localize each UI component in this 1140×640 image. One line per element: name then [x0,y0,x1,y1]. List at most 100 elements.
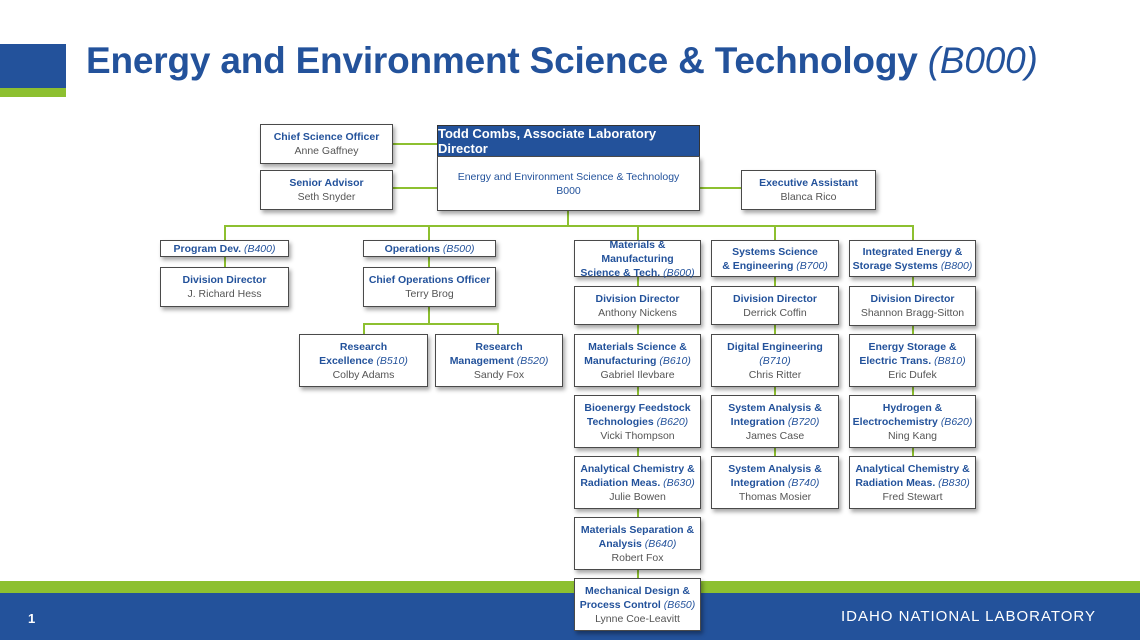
footer-accent-bar [0,581,1140,593]
unit-code: (B720) [787,415,820,428]
b740-box: System Analysis & Integration (B740) Tho… [711,456,839,509]
b700-director-box: Division Director Derrick Coffin [711,286,839,325]
division-code: (B800) [940,259,973,272]
unit-code: (B610) [659,354,691,367]
person-name: Sandy Fox [473,368,525,381]
title-code: (B000) [927,40,1038,81]
role-title: Division Director [595,292,680,305]
unit-line1: Research [475,340,523,353]
connector [428,256,430,268]
division-code: (B400) [243,242,276,255]
division-line2: Storage Systems [852,259,938,272]
unit-code: (B520) [516,354,549,367]
role-title: Division Director [182,274,267,286]
role-title: Division Director [732,292,818,305]
person-name: Terry Brog [405,288,454,300]
operations-box: Operations (B500) [363,240,496,257]
division-code: (B700) [796,259,828,272]
person-name: J. Richard Hess [187,288,262,300]
b720-box: System Analysis & Integration (B720) Jam… [711,395,839,448]
connector [567,211,569,227]
person-name: Chris Ritter [748,368,802,381]
unit-line2: Electric Trans. [859,354,932,367]
unit-line1: Energy Storage & [868,340,957,353]
unit-code: (B830) [938,476,970,489]
unit-line1: Analytical Chemistry & [580,462,695,475]
unit-line1: Research [339,340,388,353]
connector [637,225,639,241]
person-name: Shannon Bragg-Sitton [860,307,965,319]
b710-box: Digital Engineering (B710) Chris Ritter [711,334,839,387]
person-name: Derrick Coffin [743,306,807,319]
connector [363,323,365,335]
director-header: Todd Combs, Associate Laboratory Directo… [437,125,700,157]
unit-line1: Hydrogen & [882,401,943,414]
person-name: Anthony Nickens [598,306,677,319]
b620-box: Bioenergy Feedstock Technologies (B620) … [574,395,701,448]
b810-box: Energy Storage & Electric Trans. (B810) … [849,334,976,387]
org-code: B000 [556,184,581,197]
unit-line1: Materials Science & [588,340,687,353]
connector [224,225,226,241]
unit-line2: Technologies [586,415,654,428]
division-line2: Science & Tech. [580,266,661,279]
org-name: Energy and Environment Science & Technol… [457,170,680,183]
connector [428,225,430,241]
person-name: Seth Snyder [297,191,356,203]
program-dev-director-box: Division Director J. Richard Hess [160,267,289,307]
unit-line2: Integration [730,415,785,428]
connector [428,306,430,324]
role-title: Chief Science Officer [273,131,380,143]
person-name: Anne Gaffney [294,145,359,157]
b830-box: Analytical Chemistry & Radiation Meas. (… [849,456,976,509]
connector [392,187,438,189]
unit-code: (B620) [940,415,973,428]
connector-bus [224,225,914,227]
executive-assistant-box: Executive Assistant Blanca Rico [741,170,876,210]
page-title: Energy and Environment Science & Technol… [86,40,1038,82]
person-name: James Case [745,429,805,442]
role-title: Senior Advisor [289,177,364,189]
unit-line2: Manufacturing [584,354,657,367]
unit-code: (B710) [759,354,791,367]
unit-line2: Radiation Meas. [580,476,661,489]
unit-line2: Analysis [598,537,642,550]
connector [392,143,438,145]
person-name: Eric Dufek [888,368,937,381]
unit-line1: Analytical Chemistry & [855,462,970,475]
senior-advisor-box: Senior Advisor Seth Snyder [260,170,393,210]
footer-bar [0,593,1140,640]
b650-box: Mechanical Design & Process Control (B65… [574,578,701,631]
connector [497,323,499,335]
unit-line2: Integration [730,476,785,489]
b600-director-box: Division Director Anthony Nickens [574,286,701,325]
operations-officer-box: Chief Operations Officer Terry Brog [363,267,496,307]
role-title: Division Director [870,293,955,305]
unit-code: (B630) [663,476,695,489]
connector [700,187,742,189]
unit-line1: Mechanical Design & [584,584,691,597]
division-label: Program Dev. [173,242,242,255]
chief-science-officer-box: Chief Science Officer Anne Gaffney [260,124,393,164]
b630-box: Analytical Chemistry & Radiation Meas. (… [574,456,701,509]
unit-line2: Management [449,354,514,367]
division-code: (B500) [442,242,475,255]
footer-brand: IDAHO NATIONAL LABORATORY [840,608,1096,625]
person-name: Lynne Coe-Leavitt [595,612,680,625]
role-title: Chief Operations Officer [368,274,491,286]
unit-line1: Materials Separation & [580,523,695,536]
person-name: Colby Adams [332,368,395,381]
unit-code: (B650) [663,598,696,611]
division-code: (B600) [663,266,695,279]
b610-box: Materials Science & Manufacturing (B610)… [574,334,701,387]
person-name: Fred Stewart [882,490,943,503]
title-accent-bar [0,88,66,97]
connector [224,256,226,268]
unit-line1: System Analysis & [728,401,822,414]
unit-code: (B810) [934,354,966,367]
unit-line2: Process Control [579,598,661,611]
division-label: Operations [384,242,440,255]
connector [363,323,498,325]
title-accent-block [0,44,66,88]
person-name: Blanca Rico [780,191,837,203]
